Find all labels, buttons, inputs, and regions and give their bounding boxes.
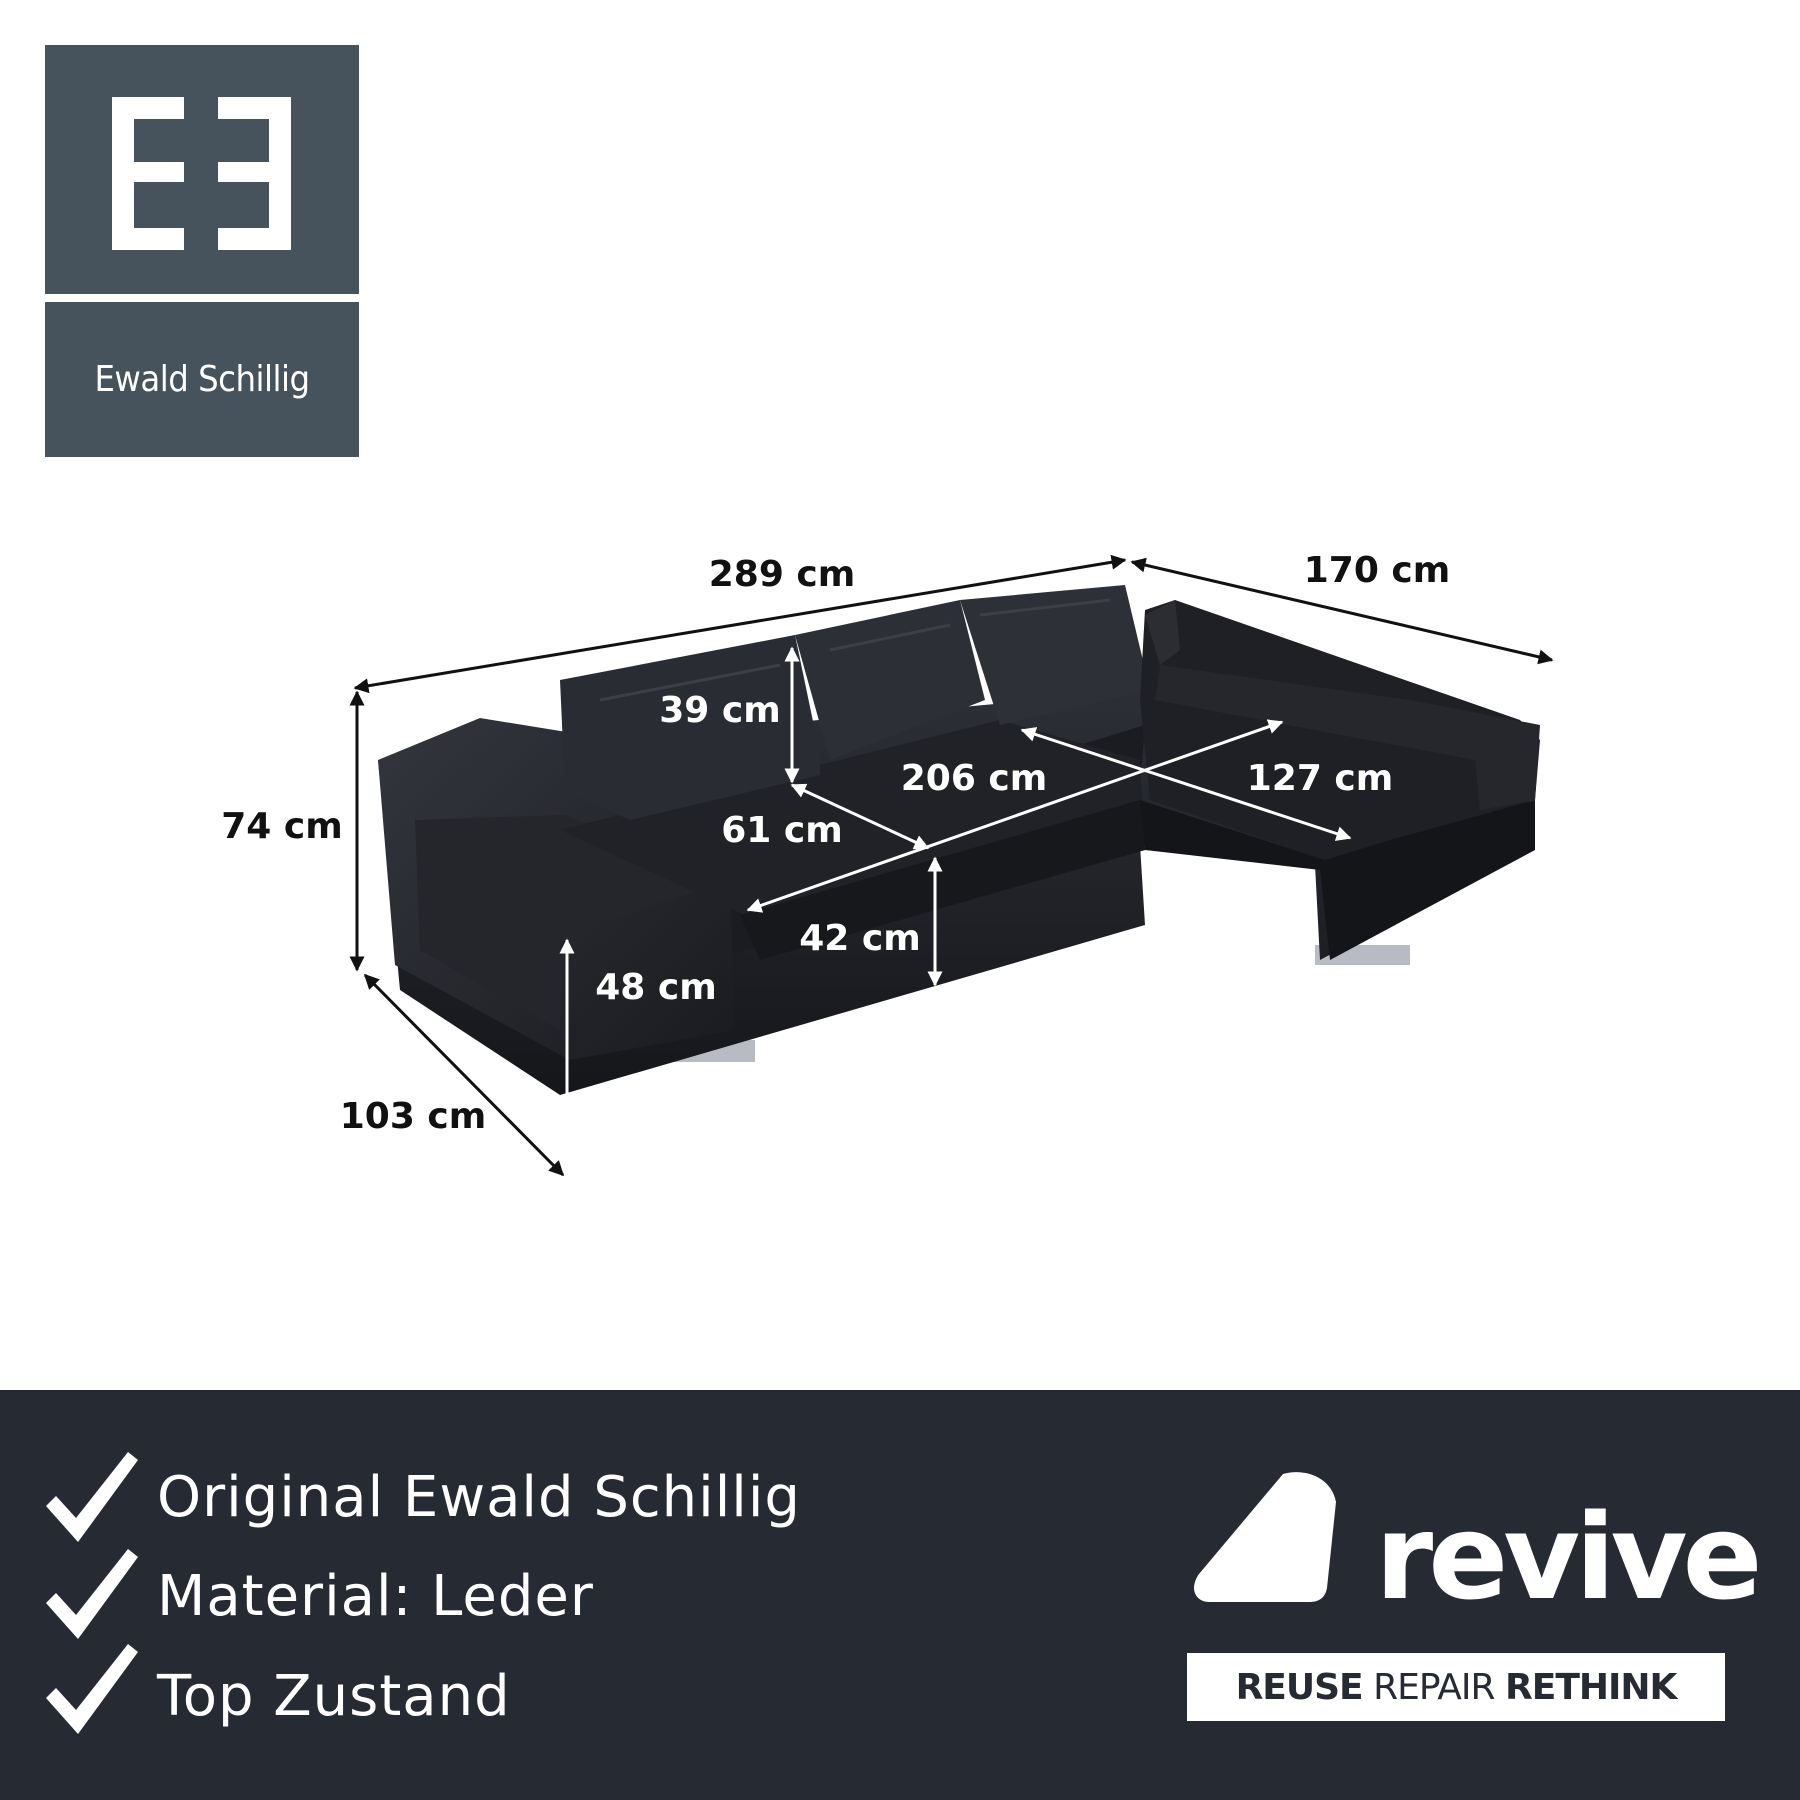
brand-name: Ewald Schillig — [45, 302, 359, 457]
arrow-depth — [363, 973, 565, 1177]
checkmark-icon — [46, 1644, 138, 1734]
tagline-repair: REPAIR — [1373, 1666, 1495, 1708]
label-back-cushion: 39 cm — [659, 690, 780, 731]
label-seat-height: 42 cm — [799, 918, 920, 959]
footer-bar — [0, 1390, 1800, 1800]
dimension-labels: 289 cm 170 cm 74 cm 103 cm 39 cm 61 cm 2… — [221, 550, 1450, 1137]
tagline-rethink: RETHINK — [1505, 1666, 1677, 1708]
checkmark-icon — [46, 1549, 138, 1639]
e3-logo-icon — [112, 97, 291, 250]
label-overall-width: 289 cm — [709, 554, 856, 595]
revive-wordmark: revive — [1375, 1488, 1763, 1626]
feature-item — [42, 1448, 142, 1548]
label-seat-depth: 61 cm — [721, 810, 842, 851]
feature-text: Material: Leder — [157, 1564, 594, 1629]
brand-logo: Ewald Schillig — [45, 45, 359, 457]
label-armrest-height: 48 cm — [595, 967, 716, 1008]
revive-logo: revive REUSE REPAIR RETHINK — [1185, 1460, 1763, 1740]
revive-tagline: REUSE REPAIR RETHINK — [1187, 1653, 1725, 1721]
arrow-overall-width — [353, 554, 1127, 694]
sofa-dimension-figure: 289 cm 170 cm 74 cm 103 cm 39 cm 61 cm 2… — [221, 550, 1554, 1177]
revive-leaf-icon — [1194, 1472, 1336, 1602]
label-chaise-seat: 127 cm — [1247, 758, 1394, 799]
e3-logo-mark — [45, 45, 359, 294]
feature-text: Top Zustand — [157, 1664, 511, 1729]
tagline-reuse: REUSE — [1235, 1666, 1364, 1708]
arrow-chaise-seat — [1020, 727, 1352, 841]
label-depth: 103 cm — [340, 1096, 487, 1137]
label-chaise-length: 170 cm — [1304, 550, 1451, 591]
arrow-chaise-length — [1130, 557, 1554, 665]
feature-item — [42, 1640, 142, 1740]
label-height: 74 cm — [221, 806, 342, 847]
label-seat-width: 206 cm — [901, 758, 1048, 799]
feature-text: Original Ewald Schillig — [157, 1465, 801, 1530]
feature-item — [42, 1545, 142, 1645]
dimension-arrows — [349, 554, 1554, 1177]
sofa-image — [378, 585, 1540, 1095]
checkmark-icon — [46, 1452, 138, 1542]
